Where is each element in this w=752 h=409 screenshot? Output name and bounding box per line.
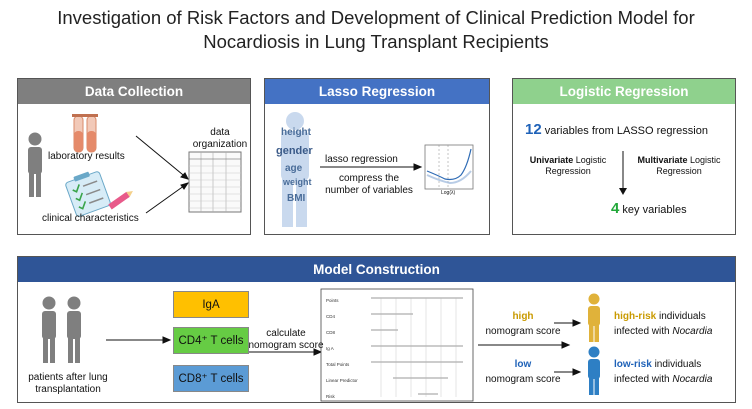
clinical-characteristics-label: clinical characteristics bbox=[42, 213, 139, 224]
logistic-arrow bbox=[619, 151, 627, 195]
logistic-regression-header: Logistic Regression bbox=[513, 79, 735, 104]
low-risk-outcome-label: low-risk individuals infected with Nocar… bbox=[614, 359, 713, 385]
multivariate-label: Multivariate Logistic Regression bbox=[637, 155, 721, 176]
data-collection-header: Data Collection bbox=[18, 79, 250, 104]
lasso-variables-text: variables from LASSO regression bbox=[544, 125, 708, 137]
lasso-plot-xlabel: Log(λ) bbox=[441, 190, 456, 196]
variable-iga-box: IgA bbox=[173, 291, 249, 318]
variable-count-4: 4 bbox=[611, 200, 620, 217]
data-organization-label: data organization bbox=[192, 127, 248, 150]
nomogram-row: CD4 bbox=[326, 314, 336, 319]
outcome-arrows bbox=[478, 319, 582, 376]
spreadsheet-icon bbox=[188, 151, 242, 213]
title-line-2: Nocardiosis in Lung Transplant Recipient… bbox=[203, 31, 549, 52]
nomogram-row: Points bbox=[326, 298, 339, 303]
lasso-variables-line: 12 variables from LASSO regression bbox=[525, 121, 708, 138]
converging-arrows bbox=[135, 135, 190, 214]
nomogram-row: Risk bbox=[326, 394, 335, 399]
lasso-regression-header: Lasso Regression bbox=[265, 79, 489, 104]
lasso-plot-thumbnail bbox=[424, 144, 474, 190]
model-construction-panel: Model Construction bbox=[17, 256, 736, 403]
high-risk-person-icon bbox=[588, 293, 600, 342]
lasso-regression-panel: Lasso Regression height gender age weigh… bbox=[264, 78, 490, 235]
variable-cd8-box: CD8⁺ T cells bbox=[173, 365, 249, 392]
calculate-nomogram-label: calculate nomogram score bbox=[248, 328, 324, 351]
lab-results-label: laboratory results bbox=[48, 151, 125, 162]
nomogram-figure bbox=[320, 288, 474, 402]
word-cloud-bmi: BMI bbox=[287, 193, 306, 204]
key-variables-text: key variables bbox=[622, 204, 687, 216]
calculate-arrow bbox=[248, 348, 323, 356]
lasso-graphics bbox=[281, 112, 474, 227]
pencil-icon bbox=[108, 190, 133, 210]
high-score-label: high nomogram score bbox=[485, 311, 561, 337]
data-collection-graphics bbox=[28, 114, 242, 217]
word-cloud-height: height bbox=[281, 127, 311, 138]
word-cloud-age: age bbox=[285, 163, 303, 174]
nomogram-row-labels: Points CD4 CD8 Ig A Total Points Linear … bbox=[326, 293, 358, 405]
model-construction-header: Model Construction bbox=[18, 257, 735, 282]
word-cloud-silhouette-icon bbox=[281, 112, 309, 227]
page-title: Investigation of Risk Factors and Develo… bbox=[0, 6, 752, 54]
variable-count-12: 12 bbox=[525, 121, 542, 138]
nomogram-row: Ig A bbox=[326, 346, 334, 351]
title-line-1: Investigation of Risk Factors and Develo… bbox=[57, 7, 695, 28]
nomogram-row: CD8 bbox=[326, 330, 336, 335]
patients-icon bbox=[42, 296, 81, 363]
high-risk-outcome-label: high-risk individuals infected with Noca… bbox=[614, 311, 713, 337]
compress-variables-label: compress the number of variables bbox=[325, 173, 413, 196]
variable-cd4-box: CD4⁺ T cells bbox=[173, 327, 249, 354]
lasso-arrow bbox=[320, 163, 423, 171]
nomogram-row: Linear Predictor bbox=[326, 378, 358, 383]
clipboard-icon bbox=[65, 171, 111, 217]
person-icon bbox=[28, 132, 42, 197]
logistic-regression-panel: Logistic Regression 12 variables from LA… bbox=[512, 78, 736, 235]
low-score-label: low nomogram score bbox=[485, 359, 561, 385]
lasso-arrow-label: lasso regression bbox=[325, 154, 398, 165]
key-variables-line: 4 key variables bbox=[611, 200, 687, 217]
word-cloud-gender: gender bbox=[276, 145, 313, 157]
low-risk-person-icon bbox=[588, 346, 600, 395]
word-cloud-weight: weight bbox=[283, 177, 312, 187]
patients-arrow bbox=[106, 336, 172, 344]
model-graphics bbox=[42, 288, 600, 402]
nomogram-row: Total Points bbox=[326, 362, 350, 367]
patients-label: patients after lung transplantation bbox=[28, 372, 108, 395]
test-tubes-icon bbox=[72, 114, 98, 153]
univariate-label: Univariate Logistic Regression bbox=[529, 155, 607, 176]
data-collection-panel: Data Collection bbox=[17, 78, 251, 235]
